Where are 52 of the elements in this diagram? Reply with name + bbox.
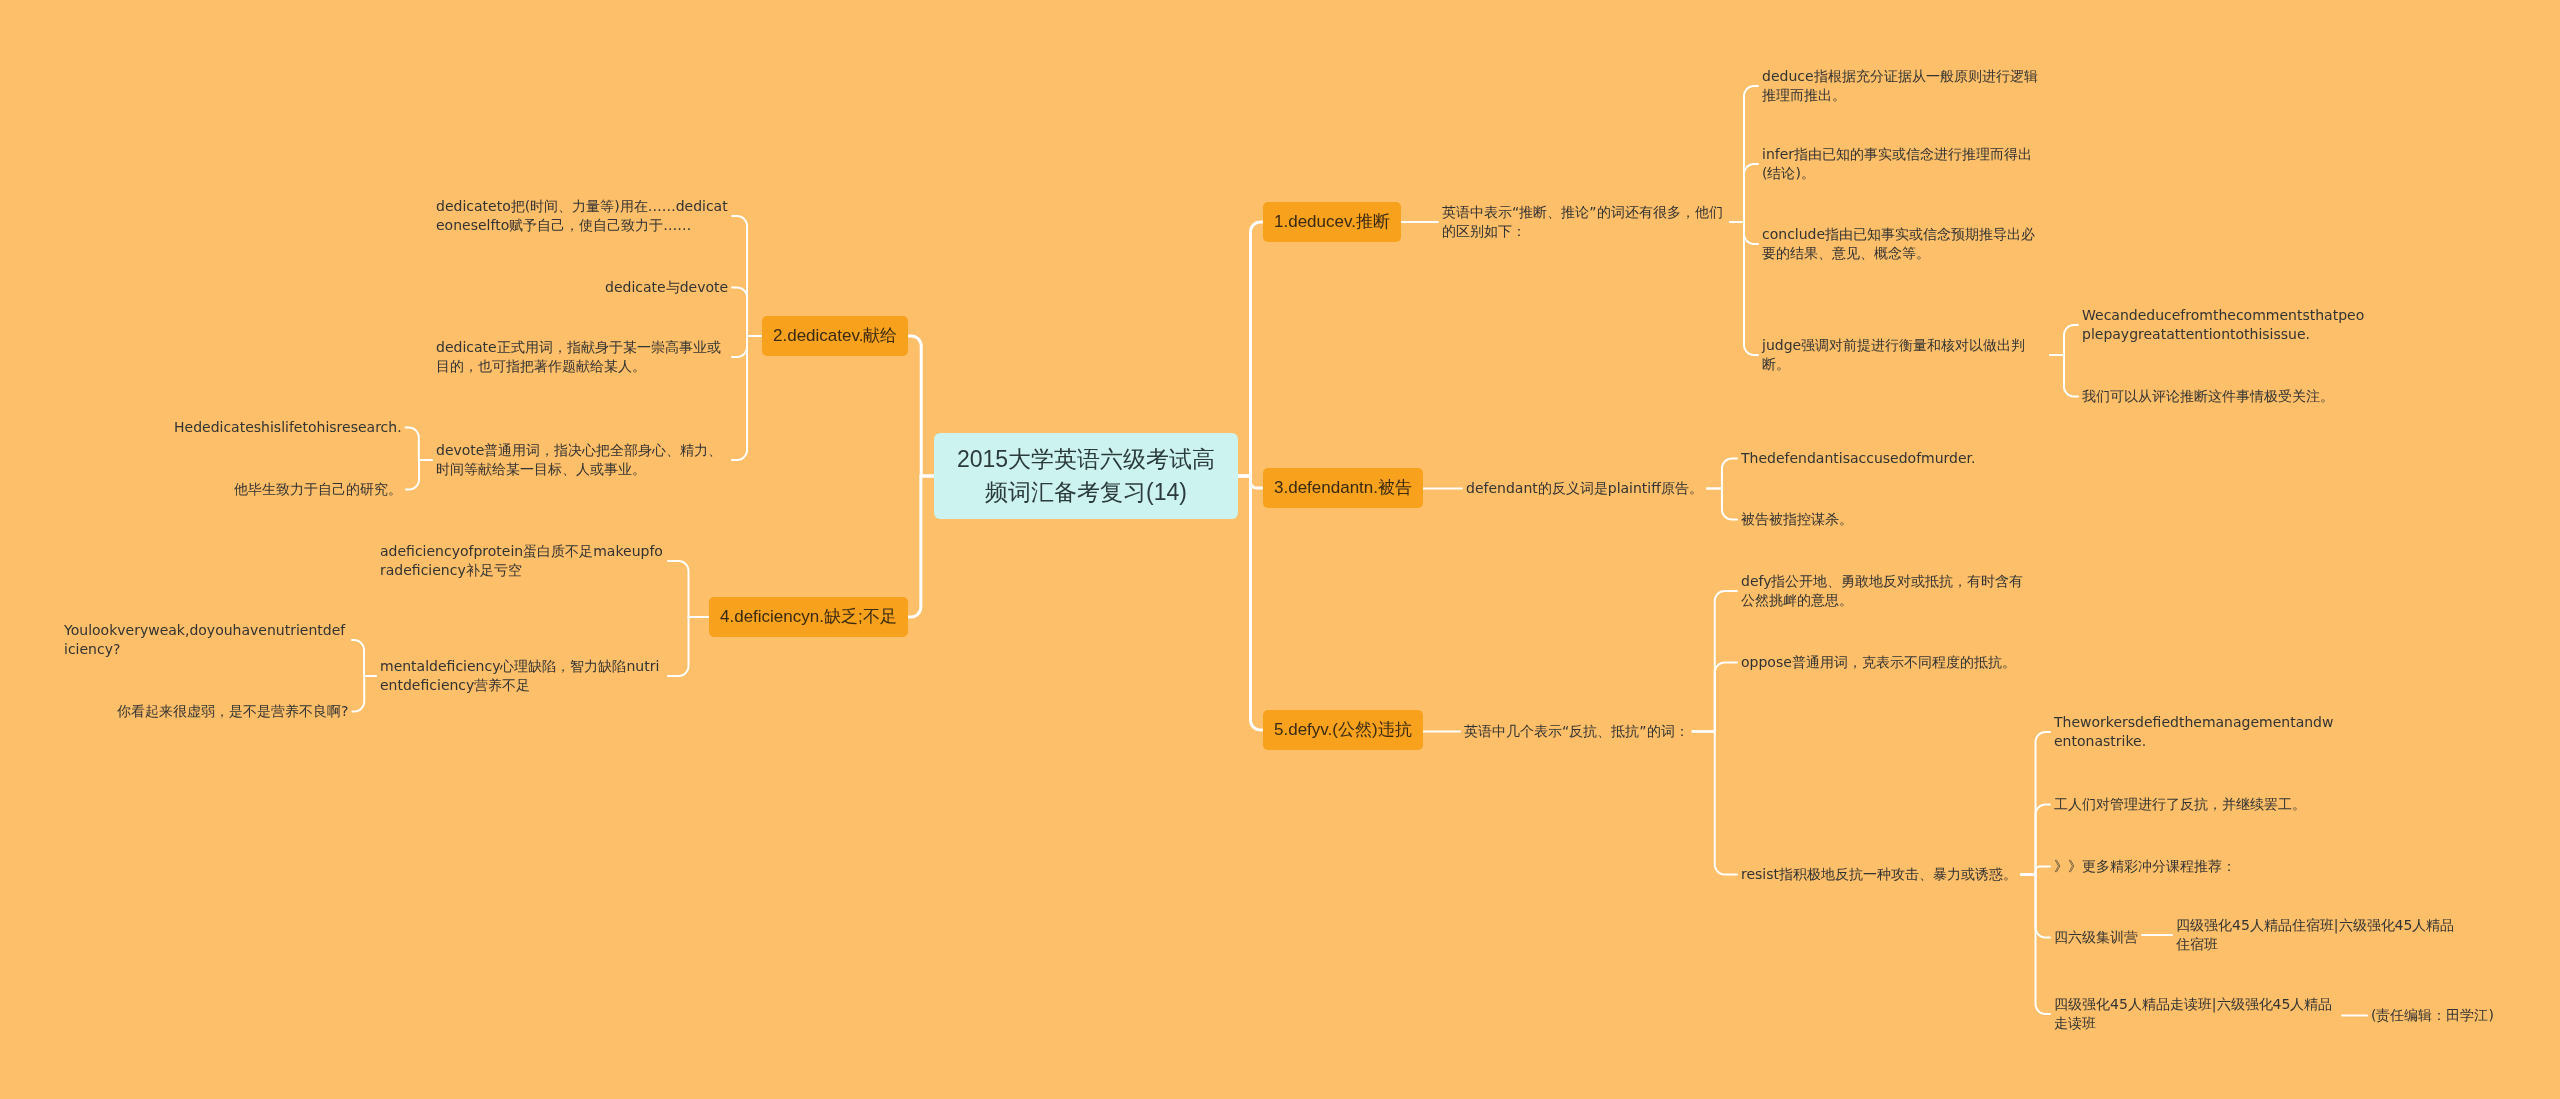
connector-line [2141, 934, 2173, 936]
subtopic-text: 四级强化45人精品住宿班|六级强化45人精品住宿班 [2172, 914, 2464, 956]
subtopic-text: judge强调对前提进行衡量和核对以做出判断。 [1758, 334, 2050, 376]
connector-line [1705, 487, 1738, 521]
subtopic-text: 工人们对管理进行了反抗，并继续罢工。 [2050, 793, 2310, 816]
branch-topic: 5.defyv.(公然)违抗 [1263, 710, 1423, 750]
subtopic-text: Theworkersdefiedthemanagementandwentonastrike. [2050, 711, 2342, 753]
central-topic: 2015大学英语六级考试高频词汇备考复习(14) [934, 433, 1238, 519]
connector-line [906, 474, 936, 619]
subtopic-text: 英语中表示“推断、推论”的词还有很多，他们的区别如下： [1438, 201, 1730, 243]
subtopic-text: 他毕生致力于自己的研究。 [230, 478, 406, 501]
subtopic-text: oppose普通用词，克表示不同程度的抵抗。 [1737, 651, 2020, 674]
subtopic-text: resist指积极地反抗一种攻击、暴力或诱惑。 [1737, 863, 2022, 886]
branch-topic: 3.defendantn.被告 [1263, 468, 1423, 508]
subtopic-text: defy指公开地、勇敢地反对或抵抗，有时含有公然挑衅的意思。 [1737, 570, 2029, 612]
branch-topic: 4.deficiencyn.缺乏;不足 [709, 597, 908, 637]
branch-topic: 1.deducev.推断 [1263, 202, 1401, 242]
subtopic-text: 英语中几个表示“反抗、抵抗”的词： [1460, 720, 1693, 743]
subtopic-text: 四级强化45人精品走读班|六级强化45人精品走读班 [2050, 993, 2342, 1035]
subtopic-text: dedicate与devote [601, 276, 733, 299]
subtopic-text: 被告被指控谋杀。 [1737, 508, 1857, 531]
branch-topic: 2.dedicatev.献给 [762, 316, 909, 356]
connector-line [1422, 487, 1463, 490]
connector-line [1691, 730, 1738, 876]
connector-line [1236, 474, 1265, 732]
subtopic-text: defendant的反义词是plaintiff原告。 [1462, 477, 1707, 500]
subtopic-text: 》》更多精彩冲分课程推荐： [2050, 855, 2240, 878]
subtopic-text: Wecandeducefromthecommentsthatpeoplepaygreatattentiontothisissue. [2078, 304, 2370, 346]
connector-line [405, 459, 433, 491]
connector-line [667, 616, 710, 677]
connector-line [2049, 354, 2079, 398]
subtopic-text: adeficiencyofprotein蛋白质不足makeupforadeficiency补足亏空 [376, 540, 668, 582]
subtopic-text: deduce指根据充分证据从一般原则进行逻辑推理而推出。 [1758, 65, 2050, 107]
subtopic-text: 四六级集训营 [2050, 926, 2142, 949]
subtopic-text: infer指由已知的事实或信念进行推理而得出(结论)。 [1758, 143, 2050, 185]
connector-line [1421, 730, 1461, 733]
connector-line [351, 675, 377, 713]
subtopic-text: Youlookveryweak,doyouhavenutrientdeficiency? [60, 619, 352, 661]
connector-line [731, 335, 763, 461]
subtopic-text: 我们可以从评论推断这件事情极受关注。 [2078, 385, 2338, 408]
subtopic-text: dedicateto把(时间、力量等)用在……dedicateoneselfto赋予自己，使自己致力于…… [432, 195, 732, 237]
subtopic-text: Thedefendantisaccusedofmurder. [1737, 447, 1980, 470]
subtopic-text: Hededicateshislifetohisresearch. [170, 416, 406, 439]
subtopic-text: dedicate正式用词，指献身于某一崇高事业或目的，也可指把著作题献给某人。 [432, 336, 732, 378]
subtopic-text: 你看起来很虚弱，是不是营养不良啊? [113, 700, 353, 723]
connector-line [2020, 873, 2051, 1015]
connector-line [1399, 221, 1439, 223]
subtopic-text: devote普通用词，指决心把全部身心、精力、时间等献给某一目标、人或事业。 [432, 439, 732, 481]
connector-line [2341, 1014, 2368, 1017]
subtopic-text: mentaldeficiency心理缺陷，智力缺陷nutrientdeficiency营养不足 [376, 655, 668, 697]
subtopic-text: conclude指由已知事实或信念预期推导出必要的结果、意见、概念等。 [1758, 223, 2050, 265]
subtopic-text: (责任编辑：田学江) [2367, 1004, 2498, 1027]
